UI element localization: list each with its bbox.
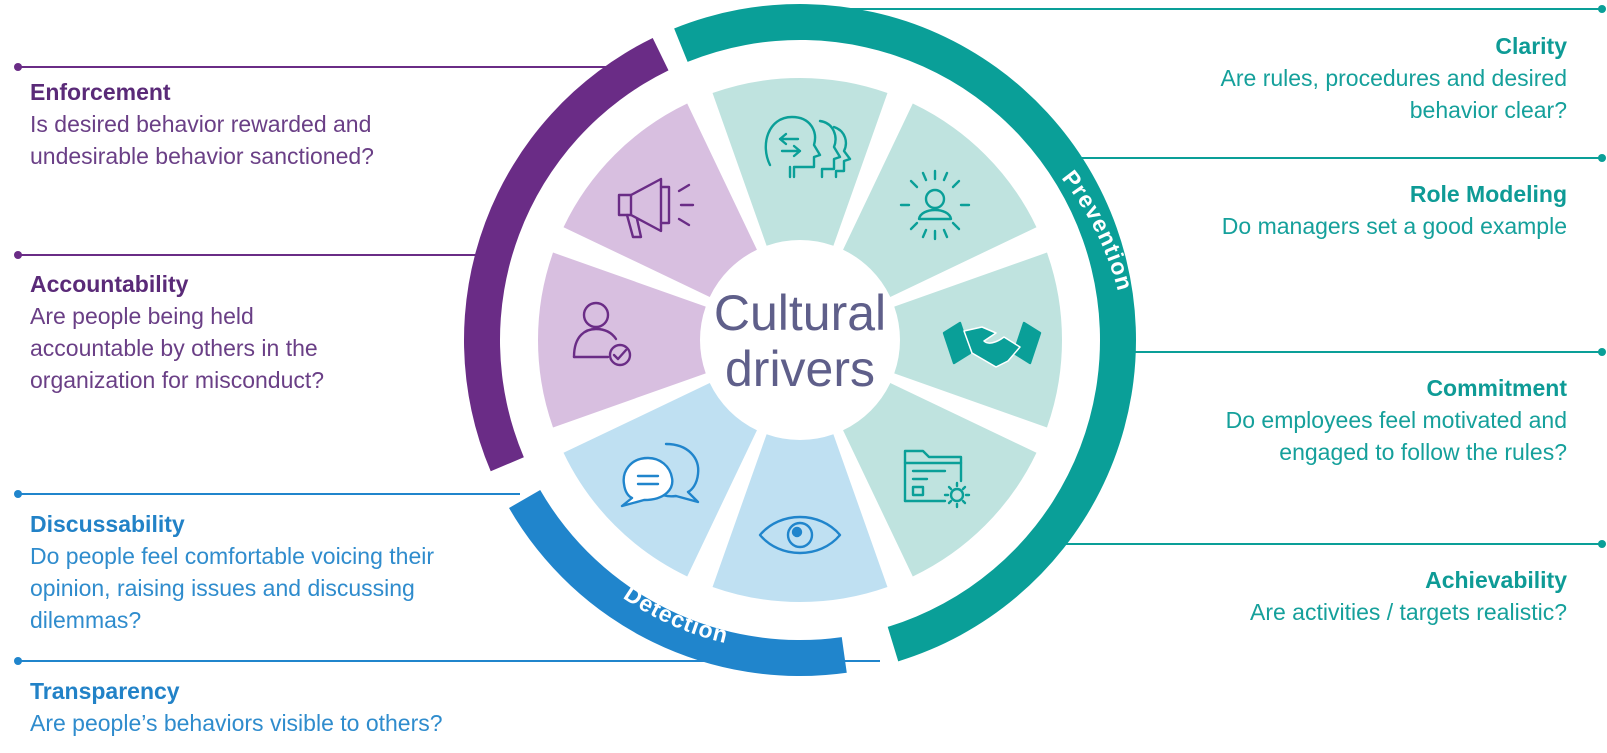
driver-question: Are people being held bbox=[30, 303, 254, 329]
driver-question: Do employees feel motivated and bbox=[1225, 407, 1567, 433]
ring-arc-response bbox=[464, 38, 669, 472]
driver-question: organization for misconduct? bbox=[30, 367, 325, 393]
driver-question: undesirable behavior sanctioned? bbox=[30, 143, 374, 169]
driver-title: Commitment bbox=[1426, 375, 1567, 401]
driver-question: accountable by others in the bbox=[30, 335, 318, 361]
driver-question: behavior clear? bbox=[1409, 97, 1567, 123]
driver-role-modeling: Role Modeling Do managers set a good exa… bbox=[1222, 178, 1567, 242]
driver-accountability: Accountability Are people being held acc… bbox=[30, 268, 324, 396]
person-check-icon bbox=[572, 301, 632, 367]
center-circle bbox=[702, 242, 898, 438]
person-radiant-icon bbox=[899, 169, 971, 241]
connector-dot-commitment bbox=[1598, 348, 1606, 356]
driver-question: opinion, raising issues and discussing bbox=[30, 575, 415, 601]
driver-title: Accountability bbox=[30, 271, 189, 297]
connector-dot-transparency bbox=[14, 657, 22, 665]
people-profiles-icon bbox=[764, 115, 852, 179]
driver-title: Role Modeling bbox=[1409, 181, 1567, 207]
segment-role-modeling bbox=[843, 103, 1037, 297]
driver-transparency: Transparency Are people’s behaviors visi… bbox=[30, 675, 443, 739]
segment-achievability bbox=[843, 383, 1037, 577]
driver-enforcement: Enforcement Is desired behavior rewarded… bbox=[30, 76, 374, 172]
driver-title: Enforcement bbox=[30, 79, 171, 105]
driver-question: Are rules, procedures and desired bbox=[1220, 65, 1567, 91]
connector-dot-accountability bbox=[14, 251, 22, 259]
driver-question: Is desired behavior rewarded and bbox=[30, 111, 372, 137]
megaphone-icon bbox=[617, 177, 695, 239]
driver-commitment: Commitment Do employees feel motivated a… bbox=[1226, 372, 1567, 468]
eye-icon bbox=[758, 515, 842, 555]
driver-discussability: Discussability Do people feel comfortabl… bbox=[30, 508, 434, 636]
driver-question: dilemmas? bbox=[30, 607, 142, 633]
driver-achievability: Achievability Are activities / targets r… bbox=[1250, 564, 1567, 628]
connector-dot-role-modeling bbox=[1598, 154, 1606, 162]
driver-question: Are people’s behaviors visible to others… bbox=[30, 710, 443, 736]
connector-dot-enforcement bbox=[14, 63, 22, 71]
driver-title: Discussability bbox=[30, 511, 185, 537]
speech-bubbles-icon bbox=[620, 442, 700, 508]
center-title-line1: Cultural bbox=[714, 285, 886, 341]
driver-question: Do managers set a good example bbox=[1221, 213, 1567, 239]
folder-gear-icon bbox=[903, 449, 971, 509]
center-title-line2: drivers bbox=[725, 341, 875, 397]
segment-accountability bbox=[538, 252, 706, 428]
connector-dot-discussability bbox=[14, 490, 22, 498]
handshake-icon bbox=[942, 321, 1042, 368]
driver-clarity: Clarity Are rules, procedures and desire… bbox=[1221, 30, 1567, 126]
driver-title: Achievability bbox=[1425, 567, 1567, 593]
outer-ring bbox=[464, 4, 1137, 676]
driver-question: Are activities / targets realistic? bbox=[1249, 599, 1567, 625]
segment-clarity bbox=[712, 78, 888, 246]
ring-arc-detection bbox=[509, 490, 847, 676]
driver-question: Do people feel comfortable voicing their bbox=[30, 543, 435, 569]
driver-title: Clarity bbox=[1495, 33, 1567, 59]
connector-dot-achievability bbox=[1598, 540, 1606, 548]
driver-question: engaged to follow the rules? bbox=[1279, 439, 1567, 465]
connector-dot-clarity bbox=[1598, 5, 1606, 13]
driver-title: Transparency bbox=[30, 678, 180, 704]
